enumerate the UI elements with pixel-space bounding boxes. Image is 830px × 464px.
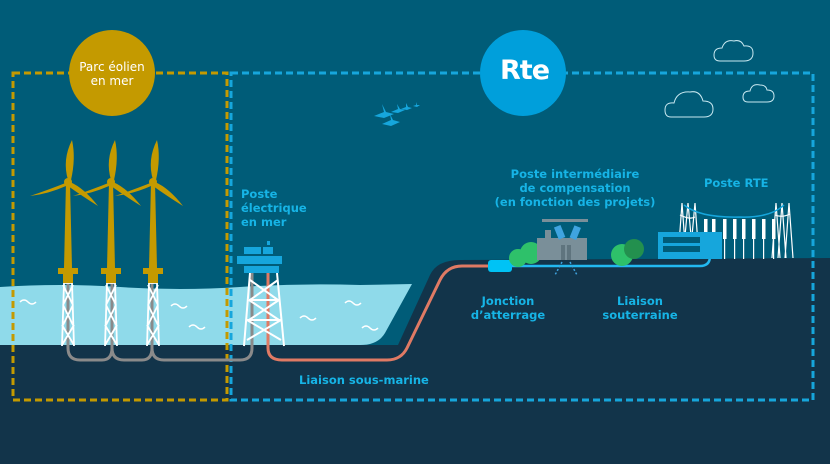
rte-logo: Rte bbox=[500, 55, 550, 86]
label-line: de compensation bbox=[519, 181, 631, 195]
insulator-icon bbox=[762, 219, 766, 239]
wind-turbines bbox=[30, 140, 183, 347]
submarine-export-cable bbox=[266, 264, 495, 362]
underground-link-label: Liaison souterraine bbox=[590, 294, 690, 322]
building-icon bbox=[658, 232, 722, 259]
sea bbox=[0, 284, 412, 345]
label-line: en mer bbox=[241, 215, 287, 229]
wave-icons bbox=[19, 299, 379, 331]
rte-logo-badge bbox=[480, 30, 566, 116]
wave-icon bbox=[170, 303, 188, 309]
wind-farm-title-line2: en mer bbox=[90, 74, 134, 88]
wind-farm-badge bbox=[69, 30, 155, 116]
insulator-post bbox=[743, 239, 745, 259]
wave-icon bbox=[361, 325, 379, 331]
label-line: d’atterrage bbox=[470, 308, 546, 322]
wind-farm-badge-text: Parc éolien en mer bbox=[69, 60, 155, 88]
insulators bbox=[704, 219, 776, 259]
wind-turbine-icon bbox=[115, 140, 183, 347]
insulator-icon bbox=[752, 219, 756, 239]
insulator-post bbox=[773, 239, 775, 259]
cloud-icon bbox=[713, 40, 754, 62]
label-line: Jonction bbox=[481, 294, 535, 308]
insulator-post bbox=[763, 239, 765, 259]
offshore-platform-icon bbox=[237, 241, 285, 347]
wave-icon bbox=[188, 324, 206, 330]
clouds bbox=[664, 40, 775, 118]
inter-array-cable bbox=[66, 273, 254, 362]
insulator-icon bbox=[733, 219, 737, 239]
label-line: Poste intermédiaire bbox=[510, 167, 640, 181]
tree-icon bbox=[520, 242, 542, 264]
wave-icon bbox=[344, 300, 362, 306]
insulator-icon bbox=[704, 219, 708, 239]
rte-substation bbox=[658, 202, 794, 259]
insulator-post bbox=[753, 239, 755, 259]
label-line: souterraine bbox=[602, 308, 678, 322]
offshore-substation-label: Poste électrique en mer bbox=[241, 187, 307, 229]
wind-farm-scope-border bbox=[11, 71, 229, 402]
cloud-icon bbox=[742, 84, 775, 103]
insulator-post bbox=[734, 239, 736, 259]
insulator-icon bbox=[742, 219, 746, 239]
insulator-post bbox=[724, 239, 726, 259]
label-line: Liaison bbox=[617, 294, 663, 308]
label-line: Poste bbox=[241, 187, 278, 201]
label-line: (en fonction des projets) bbox=[494, 195, 656, 209]
insulator-icon bbox=[772, 219, 776, 239]
wind-farm-title-line1: Parc éolien bbox=[79, 60, 145, 74]
label-line: électrique bbox=[241, 201, 307, 215]
landing-junction-box bbox=[488, 260, 512, 272]
cloud-icon bbox=[664, 91, 714, 118]
rte-substation-label: Poste RTE bbox=[704, 176, 769, 190]
wave-icon bbox=[299, 315, 317, 321]
insulator-icon bbox=[712, 219, 716, 239]
landing-junction-label: Jonction d’atterrage bbox=[458, 294, 558, 322]
intermediate-substation-label: Poste intermédiaire de compensation (en … bbox=[482, 167, 668, 209]
submarine-link-label: Liaison sous-marine bbox=[299, 373, 429, 387]
bird-flock-icon bbox=[374, 102, 420, 126]
intermediate-substation bbox=[509, 219, 644, 276]
wave-icon bbox=[19, 299, 37, 305]
insulator-icon bbox=[723, 219, 727, 239]
tree-icon bbox=[624, 239, 644, 259]
